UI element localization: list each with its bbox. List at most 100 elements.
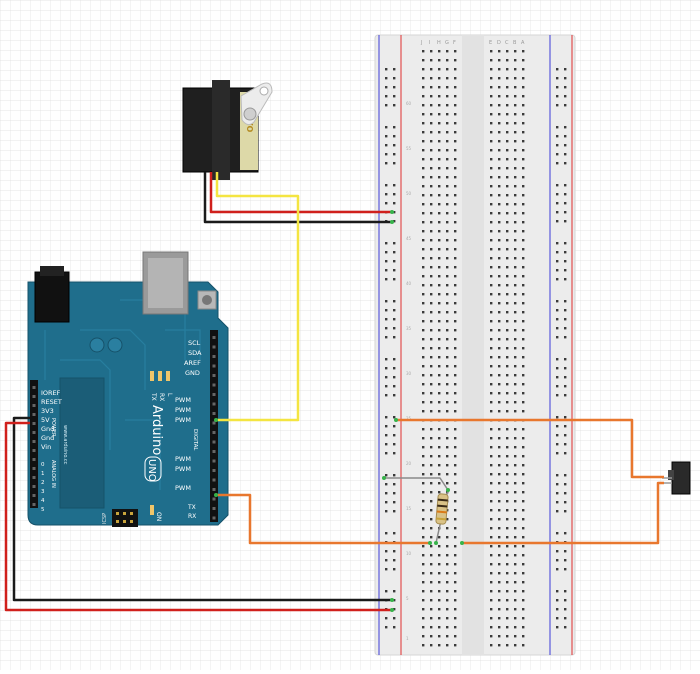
pin-label-tx: TX (187, 504, 196, 511)
l-led (166, 371, 170, 381)
wire-switch-supply (396, 418, 664, 479)
column-letter: B (513, 40, 517, 46)
switch-body (671, 461, 691, 495)
row-number: 10 (406, 551, 412, 556)
wire-switch-output (462, 481, 664, 545)
breadboard: J I H G F E D C B A 1 5 10 15 20 25 30 3… (374, 34, 576, 656)
column-letter: A (521, 40, 525, 46)
pin-label-rx: RX (188, 513, 196, 520)
column-letter: D (497, 40, 501, 46)
wire-resistor-ground (384, 477, 449, 491)
arduino-brand: Arduino (149, 405, 164, 455)
pin-label-scl: SCL (188, 339, 201, 347)
power-analog-header-pins (32, 386, 36, 506)
row-number: 1 (406, 636, 409, 641)
row-number: 20 (406, 461, 412, 466)
pwm-label: PWM (175, 484, 191, 492)
pin-label-gnd: GND (185, 369, 200, 377)
row-number: 25 (406, 416, 412, 421)
breadboard-column-letters: J I H G F E D C B A (420, 40, 525, 46)
pin-label-3v3: 3V3 (41, 407, 54, 415)
tx-label: TX (150, 392, 157, 401)
pwm-label: PWM (175, 396, 191, 404)
pin-label-a4: 4 (41, 498, 45, 504)
row-number: 60 (406, 101, 412, 106)
digital-label: DIGITAL (192, 429, 198, 451)
pin-label-a2: 2 (41, 480, 45, 486)
wire-servo-power (209, 172, 392, 214)
uno-badge (144, 456, 162, 482)
icsp-label: ICSP (102, 513, 108, 524)
column-letter: I (429, 40, 430, 46)
servo-mount-tabs (212, 80, 230, 180)
row-number: 50 (406, 191, 412, 196)
l-label: L (166, 393, 173, 397)
capacitor (107, 337, 123, 353)
resistor (435, 489, 449, 544)
top-pin-labels: SCL SDA AREF GND (184, 339, 202, 377)
pwm-label: PWM (175, 406, 191, 414)
on-led (150, 505, 154, 515)
capacitor (89, 337, 105, 353)
column-letter: C (505, 40, 509, 46)
pin-label-a0: 0 (41, 462, 45, 468)
breadboard-center-channel (462, 35, 484, 655)
column-letter: G (445, 40, 449, 46)
dc-jack-top (40, 266, 64, 276)
pin-label-a5: 5 (41, 507, 45, 513)
icsp-header (112, 509, 138, 527)
power-analog-header (30, 380, 38, 508)
row-number: 30 (406, 371, 412, 376)
wires (4, 172, 664, 612)
pwm-label: PWM (175, 416, 191, 424)
pin-label-a1: 1 (41, 471, 45, 477)
breadboard-row-numbers: 1 5 10 15 20 25 30 35 40 45 50 55 60 (406, 101, 412, 641)
pin-label-sda: SDA (188, 349, 202, 357)
servo-horn-hole (259, 86, 269, 96)
pin-label-ioref: IOREF (41, 389, 61, 397)
power-pin-labels: IOREF RESET 3V3 5V Gnd Gnd Vin (41, 389, 62, 451)
column-letter: H (437, 40, 441, 46)
column-letter: J (420, 40, 422, 46)
pin-label-aref: AREF (184, 359, 201, 367)
connection-points (214, 210, 464, 612)
row-number: 15 (406, 506, 412, 511)
row-number: 40 (406, 281, 412, 286)
reset-button-cap (202, 295, 212, 305)
row-number: 55 (406, 146, 412, 151)
analog-pin-labels: 0 1 2 3 4 5 (41, 462, 45, 513)
switch-lever (668, 470, 674, 480)
pwm-label: PWM (175, 455, 191, 463)
pin-label-vin: Vin (41, 443, 51, 451)
wire-servo-signal (215, 172, 300, 422)
digital-header-pins (212, 336, 216, 520)
resistor-bands (436, 498, 448, 521)
servo-shaft (243, 107, 257, 121)
arduino-model: UNO (146, 459, 157, 482)
pin-label-reset: RESET (41, 398, 62, 406)
wire-digital-input (216, 493, 430, 545)
arduino-uno-board: ICSP TX RX L ON Arduino UNO www.arduino.… (27, 251, 229, 527)
column-letter: E (489, 40, 492, 46)
analog-in-label: ANALOG IN (50, 460, 56, 488)
usb-connector-face (148, 258, 183, 308)
pin-label-a3: 3 (41, 489, 45, 495)
rx-led (158, 371, 162, 381)
row-number: 35 (406, 326, 412, 331)
tx-led (150, 371, 154, 381)
row-number: 5 (406, 596, 409, 601)
pin-label-5v: 5V (41, 416, 50, 424)
wire-servo-ground (203, 172, 392, 224)
servo-motor: SERVO (182, 80, 273, 180)
dc-power-jack (34, 271, 70, 323)
pwm-labels: PWM PWM PWM PWM PWM PWM (175, 396, 191, 492)
website-label: www.arduino.cc (62, 425, 68, 465)
column-letter: F (453, 40, 456, 46)
icsp-pins (116, 512, 133, 523)
resistor-body (435, 493, 449, 525)
pin-label-gnd: Gnd (41, 434, 54, 442)
pin-label-gnd: Gnd (41, 425, 54, 433)
wire-arduino-power (4, 421, 392, 612)
